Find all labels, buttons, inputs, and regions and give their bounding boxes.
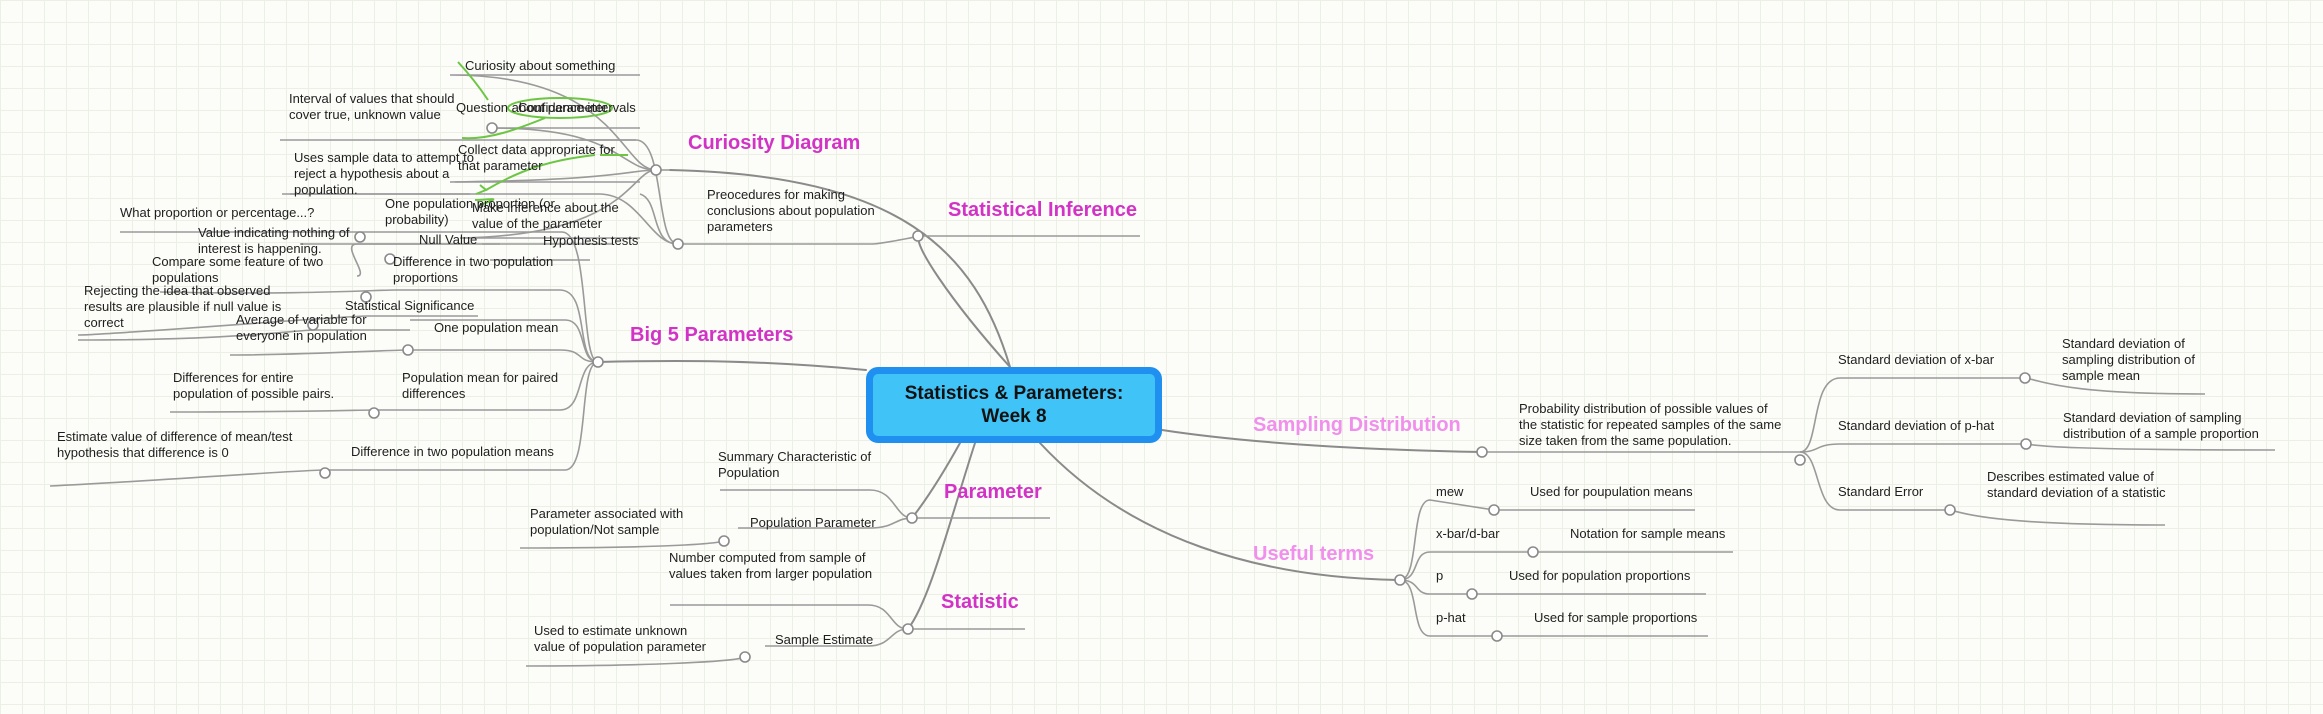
branch-statistic[interactable]: Statistic	[941, 591, 1019, 613]
topic-number-computed[interactable]: Number computed from sample of values ta…	[669, 550, 873, 581]
topic-sd-phat-description[interactable]: Standard deviation of sampling distribut…	[2063, 410, 2259, 441]
branch-useful-terms[interactable]: Useful terms	[1253, 543, 1375, 565]
topic-population-parameter-description[interactable]: Parameter associated with population/Not…	[530, 506, 684, 537]
topic-p-description[interactable]: Used for population proportions	[1509, 568, 1691, 583]
topic-difference-means-description[interactable]: Estimate value of difference of mean/tes…	[57, 429, 293, 460]
connector-sampling	[1161, 429, 1483, 453]
topic-difference-means[interactable]: Difference in two population means	[351, 444, 554, 459]
connector-parameter	[911, 442, 961, 519]
topic-make-inference[interactable]: Make inference about the value of the pa…	[472, 200, 619, 231]
topic-question-parameter[interactable]: Question about parameter	[456, 100, 608, 115]
topic-sd-xbar[interactable]: Standard deviation of x-bar	[1838, 352, 1995, 367]
branch-big-5-parameters[interactable]: Big 5 Parameters	[630, 324, 794, 346]
topic-p[interactable]: p	[1436, 568, 1444, 583]
topic-population-parameter[interactable]: Population Parameter	[750, 515, 876, 530]
topic-paired-differences[interactable]: Population mean for paired differences	[402, 370, 559, 401]
topic-confidence-intervals[interactable]: Confidence intervals	[518, 100, 636, 115]
branch-sampling-distribution[interactable]: Sampling Distribution	[1253, 414, 1461, 436]
topic-null-value[interactable]: Null Value	[419, 232, 478, 247]
topic-ci-description[interactable]: Interval of values that should cover tru…	[289, 91, 455, 122]
topic-procedures[interactable]: Preocedures for making conclusions about…	[707, 187, 875, 234]
topic-phat[interactable]: p-hat	[1436, 610, 1466, 625]
branch-curiosity-diagram[interactable]: Curiosity Diagram	[688, 132, 861, 154]
topic-sample-estimate[interactable]: Sample Estimate	[775, 632, 874, 647]
connector-big5	[597, 359, 867, 371]
central-topic[interactable]: Statistics & Parameters: Week 8	[866, 367, 1162, 443]
topic-mew-description[interactable]: Used for poupulation means	[1530, 484, 1693, 499]
connector-curiosity	[669, 169, 1011, 368]
topic-sampling-definition[interactable]: Probability distribution of possible val…	[1519, 401, 1782, 448]
topic-sd-xbar-description[interactable]: Standard deviation of sampling distribut…	[2062, 336, 2195, 383]
topic-phat-description[interactable]: Used for sample proportions	[1534, 610, 1698, 625]
topic-xbar-description[interactable]: Notation for sample means	[1570, 526, 1726, 541]
topic-difference-proportions[interactable]: Difference in two population proportions	[393, 254, 554, 285]
topic-paired-description[interactable]: Differences for entire population of pos…	[173, 370, 335, 401]
topic-one-mean-description[interactable]: Average of variable for everyone in popu…	[236, 312, 367, 343]
topic-significance-description[interactable]: Rejecting the idea that observed results…	[84, 283, 282, 330]
topic-sd-phat[interactable]: Standard deviation of p-hat	[1838, 418, 1995, 433]
curiosity-arrows	[457, 61, 628, 206]
topic-standard-error-description[interactable]: Describes estimated value of standard de…	[1987, 469, 2166, 500]
topic-xbar[interactable]: x-bar/d-bar	[1436, 526, 1500, 541]
topic-curiosity-about[interactable]: Curiosity about something	[465, 58, 616, 73]
connector-useful	[1039, 442, 1401, 581]
branch-statistical-inference[interactable]: Statistical Inference	[948, 199, 1137, 221]
topic-one-proportion[interactable]: One population proportion (or probabilit…	[385, 196, 555, 227]
topic-summary-characteristic[interactable]: Summary Characteristic of Population	[718, 449, 872, 480]
topic-sample-estimate-description[interactable]: Used to estimate unknown value of popula…	[534, 623, 707, 654]
topic-ht-description[interactable]: Uses sample data to attempt to reject a …	[294, 150, 474, 197]
topic-standard-error[interactable]: Standard Error	[1838, 484, 1924, 499]
topic-one-mean[interactable]: One population mean	[434, 320, 559, 335]
topic-mew[interactable]: mew	[1436, 484, 1464, 499]
topic-difference-proportions-description[interactable]: Compare some feature of two populations	[152, 254, 324, 285]
branch-parameter[interactable]: Parameter	[944, 481, 1042, 503]
topic-statistical-significance[interactable]: Statistical Significance	[345, 298, 475, 313]
topic-hypothesis-tests[interactable]: Hypothesis tests	[543, 233, 639, 248]
topic-one-proportion-description[interactable]: What proportion or percentage...?	[120, 205, 315, 220]
connector-inference	[917, 235, 1011, 368]
connector-statistic	[907, 442, 976, 630]
topic-null-description[interactable]: Value indicating nothing of interest is …	[198, 225, 350, 256]
topic-collect-data[interactable]: Collect data appropriate for that parame…	[458, 142, 615, 173]
